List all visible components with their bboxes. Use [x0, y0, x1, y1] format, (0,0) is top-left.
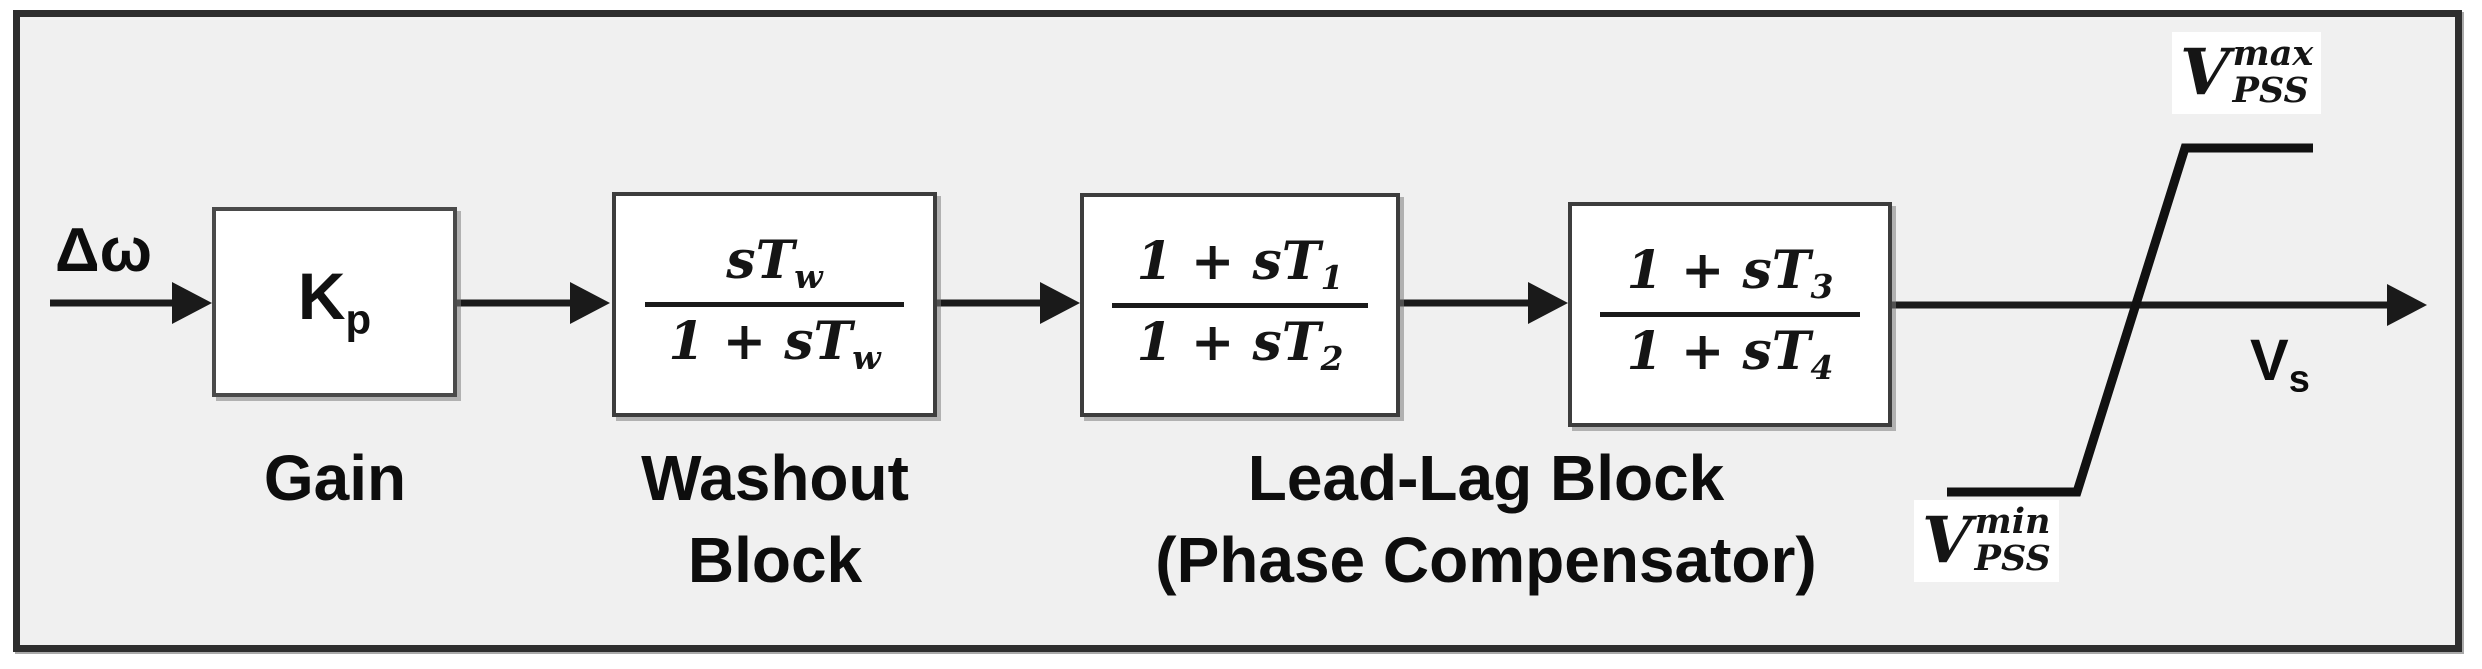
gain-symbol-subscript: p — [345, 295, 372, 343]
leadlag1-numerator: 1 + sT1 — [1137, 235, 1344, 297]
gain-symbol: Kp — [298, 263, 371, 341]
gain-block: Kp — [212, 207, 457, 397]
leadlag1-denominator: 1 + sT2 — [1137, 316, 1344, 378]
gain-caption: Gain — [263, 442, 407, 514]
input-arrowhead-icon — [172, 282, 212, 324]
gain-symbol-base: K — [297, 259, 346, 334]
leadlag2-num-base: 1 + sT — [1626, 240, 1811, 302]
fraction-bar — [1600, 312, 1860, 317]
output-signal-label: Vs — [2250, 332, 2310, 401]
washout-block: sTw 1 + sTw — [612, 192, 937, 417]
washout-transfer-function: sTw 1 + sTw — [616, 235, 933, 374]
arrowhead-icon — [1040, 282, 1080, 324]
leadlag1-num-base: 1 + sT — [1136, 230, 1321, 292]
leadlag1-den-sub: 2 — [1320, 338, 1344, 378]
washout-den-sub: w — [852, 337, 881, 377]
leadlag2-numerator: 1 + sT3 — [1627, 245, 1834, 303]
vpss-max-scripts: max PSS — [2232, 33, 2314, 111]
washout-numerator: sTw — [726, 235, 822, 293]
delta-omega-label: Δω — [55, 216, 152, 285]
leadlag1-block: 1 + sT1 1 + sT2 — [1080, 193, 1400, 417]
vpss-max-sup: max — [2232, 33, 2314, 74]
fraction-bar — [1112, 302, 1368, 308]
vpss-min-label: V min PSS — [1914, 500, 2059, 582]
output-arrowhead-icon — [2387, 284, 2427, 326]
arrowhead-icon — [570, 282, 610, 324]
washout-caption: Washout Block — [641, 438, 909, 602]
output-label-subscript: s — [2288, 358, 2310, 401]
vpss-min-sub: PSS — [1974, 537, 2051, 579]
washout-num-sub: w — [794, 257, 823, 296]
washout-caption-line1: Washout — [641, 442, 909, 514]
vpss-min-sup: min — [1974, 501, 2051, 542]
vpss-max-base: V — [2180, 34, 2230, 110]
leadlag1-transfer-function: 1 + sT1 1 + sT2 — [1084, 235, 1396, 378]
input-signal-label: Δω — [55, 220, 152, 282]
vpss-max-sub: PSS — [2232, 69, 2309, 111]
leadlag2-num-sub: 3 — [1810, 267, 1834, 306]
leadlag1-den-base: 1 + sT — [1136, 311, 1321, 373]
leadlag1-num-sub: 1 — [1320, 257, 1344, 297]
leadlag-caption-line1: Lead-Lag Block — [1247, 442, 1725, 514]
leadlag2-den-sub: 4 — [1810, 347, 1834, 387]
leadlag2-den-base: 1 + sT — [1626, 321, 1811, 382]
leadlag-caption: Lead-Lag Block (Phase Compensator) — [1155, 438, 1816, 602]
leadlag2-transfer-function: 1 + sT3 1 + sT4 — [1572, 245, 1888, 384]
vpss-min-scripts: min PSS — [1974, 501, 2051, 579]
limiter-saturation-curve — [1947, 143, 2313, 497]
washout-den-base: 1 + sT — [668, 311, 853, 372]
leadlag2-denominator: 1 + sT4 — [1627, 326, 1834, 384]
arrowhead-icon — [1528, 282, 1568, 324]
vpss-max-label: V max PSS — [2172, 32, 2322, 114]
leadlag-caption-line2: (Phase Compensator) — [1155, 523, 1817, 596]
vpss-min-base: V — [1922, 502, 1972, 578]
washout-denominator: 1 + sTw — [668, 316, 880, 374]
leadlag2-block: 1 + sT3 1 + sT4 — [1568, 202, 1892, 427]
fraction-bar — [644, 302, 905, 307]
washout-caption-line2: Block — [687, 523, 863, 596]
washout-num-base: sT — [726, 230, 795, 292]
output-label-base: V — [2250, 328, 2289, 393]
